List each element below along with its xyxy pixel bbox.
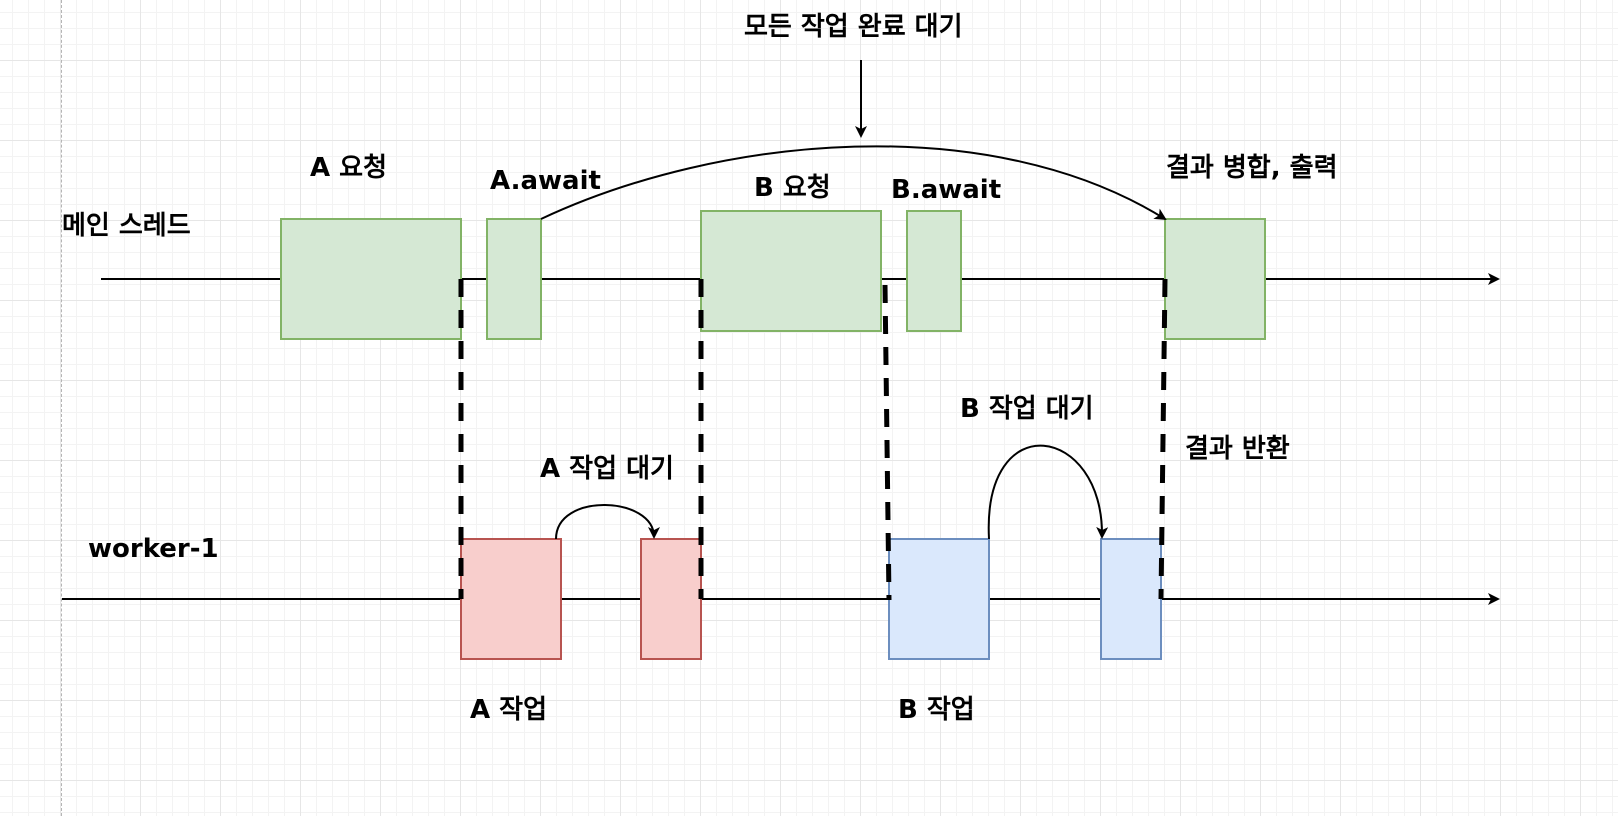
label-b-await: B.await [891,175,1002,205]
a-task-wait-arrow [555,504,660,540]
b-task-block-1[interactable] [888,538,990,660]
label-a-task-wait: A 작업 대기 [540,454,674,484]
label-a-request: A 요청 [310,153,388,183]
label-merge-output: 결과 병합, 출력 [1166,153,1338,183]
label-main-thread: 메인 스레드 [62,211,191,241]
label-a-task: A 작업 [470,695,548,725]
label-worker: worker-1 [88,534,219,564]
label-b-request: B 요청 [754,173,831,203]
b-task-wait-arrow [987,444,1109,540]
label-b-task-wait: B 작업 대기 [960,394,1094,424]
a-task-block-2[interactable] [640,538,702,660]
wait-all-curve-arrow [540,145,1167,221]
label-b-task: B 작업 [898,695,975,725]
label-return-result: 결과 반환 [1185,434,1290,464]
label-wait-all: 모든 작업 완료 대기 [744,12,963,42]
b-dispatch-connector [882,284,892,601]
result-return-connector [1158,278,1168,600]
b-task-block-2[interactable] [1100,538,1162,660]
a-request-block[interactable] [280,218,462,340]
b-await-block[interactable] [906,210,962,332]
b-request-block[interactable] [700,210,882,332]
canvas-page-border [61,0,62,816]
a-await-block[interactable] [486,218,542,340]
merge-output-block[interactable] [1164,218,1266,340]
a-task-block-1[interactable] [460,538,562,660]
label-a-await: A.await [490,166,601,196]
